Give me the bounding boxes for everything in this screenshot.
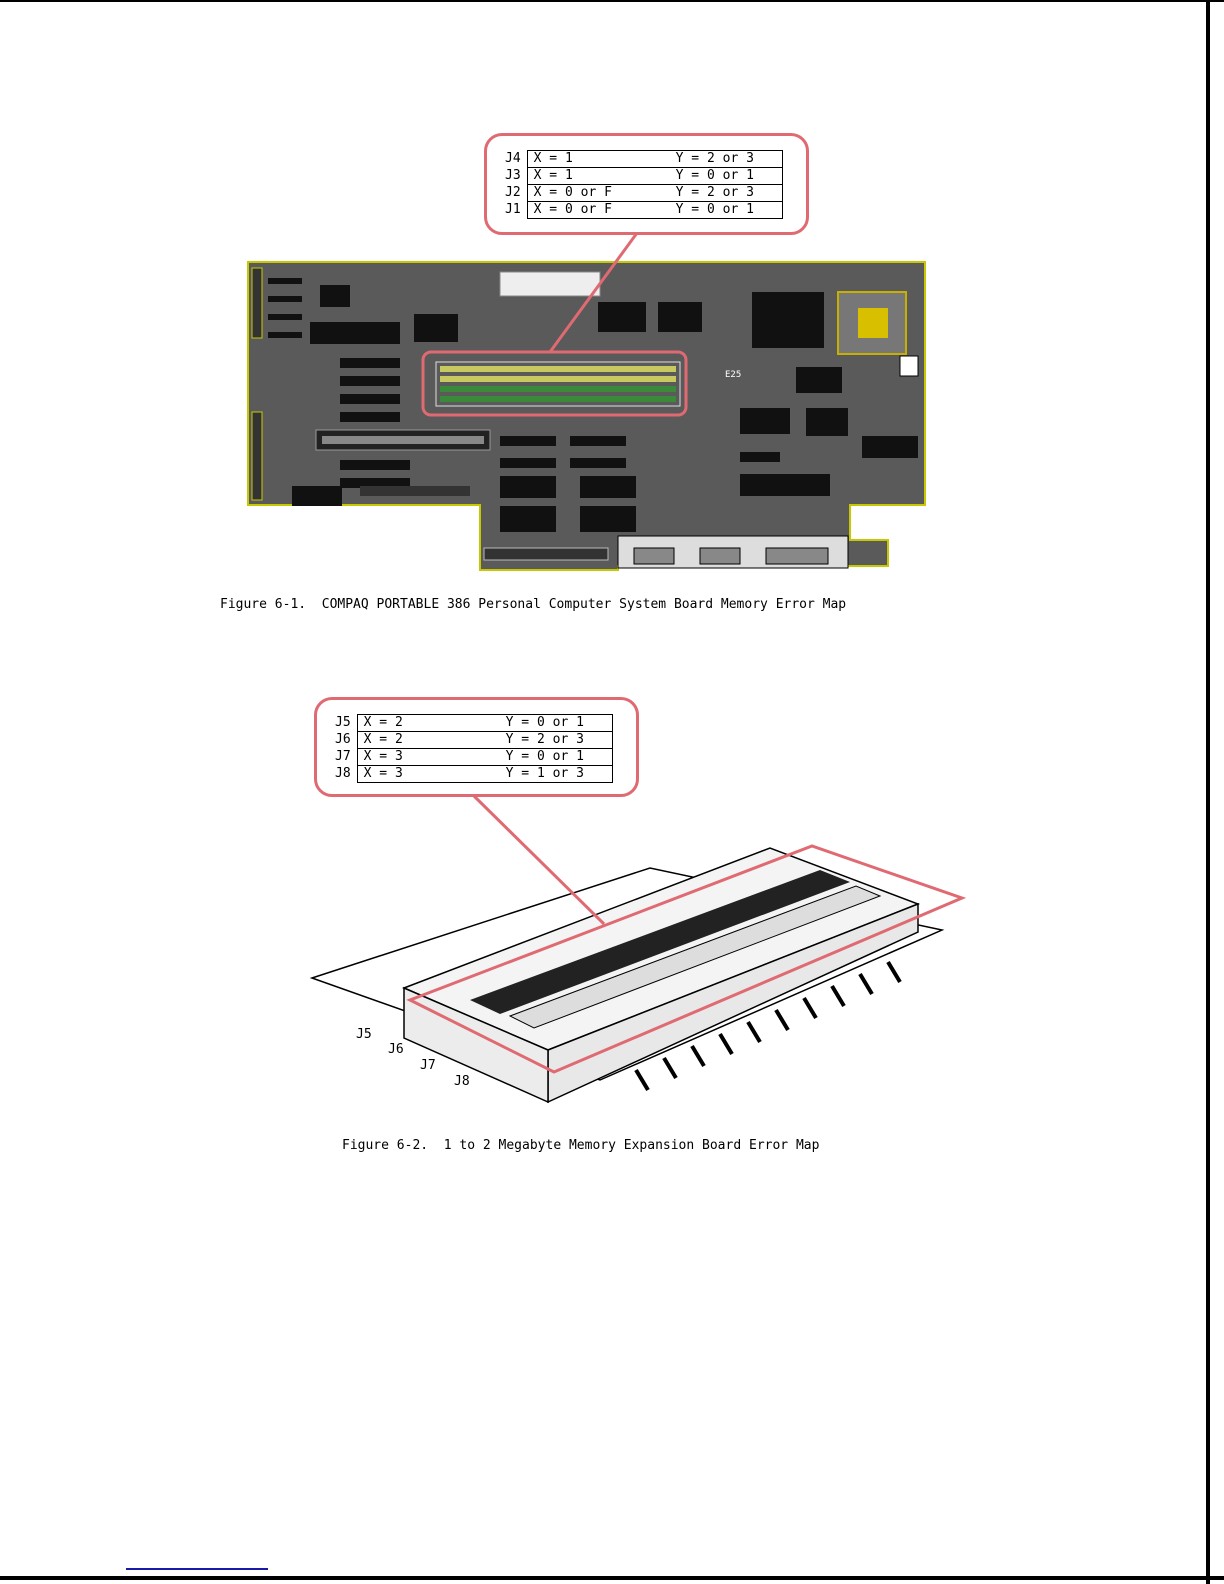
connector-label-j6: J6	[388, 1042, 404, 1057]
leader-line-1	[548, 232, 639, 353]
socket-highlight	[406, 844, 967, 1074]
simm-sockets	[435, 361, 681, 407]
footer-link[interactable]	[126, 1568, 268, 1570]
connector-label-j5: J5	[356, 1027, 372, 1042]
cpu-chip	[752, 292, 824, 348]
figure-2-caption: Figure 6-2. 1 to 2 Megabyte Memory Expan…	[342, 1138, 820, 1153]
connector-label-j8: J8	[454, 1074, 470, 1089]
leader-line-2	[472, 794, 606, 926]
dram-chip-rows	[268, 278, 830, 532]
simm-highlight	[421, 350, 688, 417]
connector-label-j7: J7	[420, 1058, 436, 1073]
figure-1-caption: Figure 6-1. COMPAQ PORTABLE 386 Personal…	[220, 597, 847, 612]
e25-label: E25	[725, 370, 741, 380]
edge-connector	[634, 960, 902, 1092]
